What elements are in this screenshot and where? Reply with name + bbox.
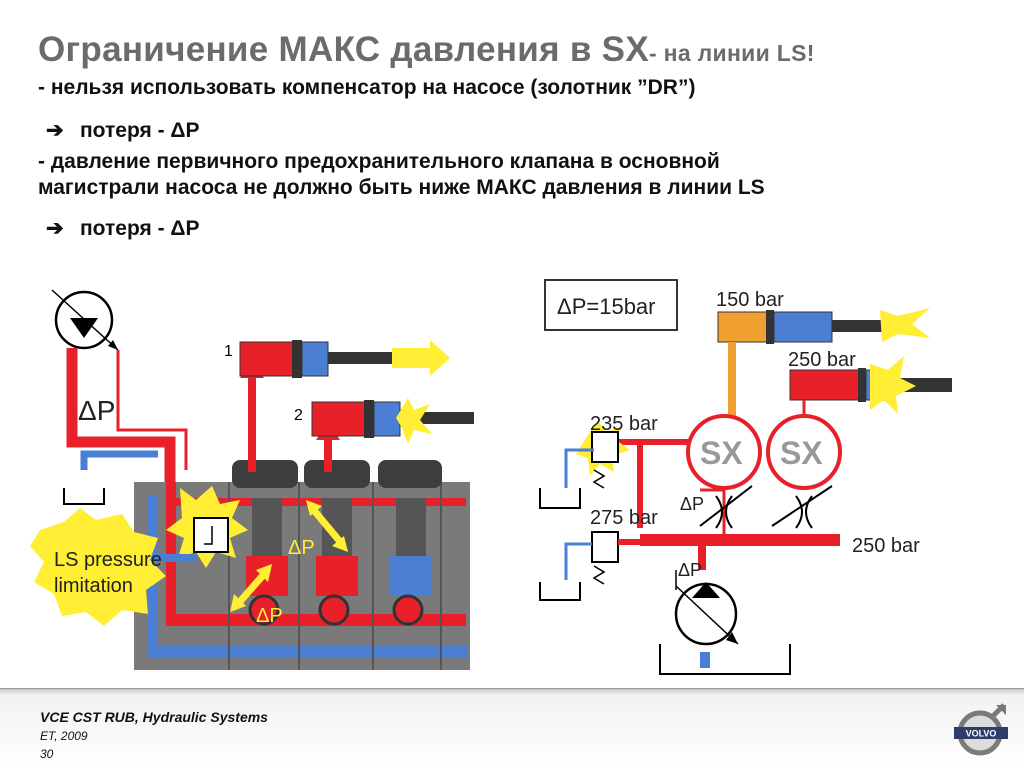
slide-title: Ограничение МАКС давления в SX- на линии… [38, 30, 815, 70]
text-line-1: - нельзя использовать компенсатор на нас… [38, 76, 696, 99]
spool-dp-label-b: ΔP [256, 605, 283, 627]
pressure-150-label: 150 bar [716, 289, 784, 311]
footer-organization: VCE CST RUB, Hydraulic Systems [40, 709, 268, 725]
throttle-icon [771, 485, 833, 529]
left-diagram: ΔP 1 2 LS pressure limitation ΔP ΔP [30, 289, 474, 670]
pressure-250-right-label: 250 bar [852, 535, 920, 557]
pressure-275-label: 275 bar [590, 507, 658, 529]
loss-text-1: потеря - ΔP [80, 119, 200, 142]
spool-dp-label-a: ΔP [288, 537, 315, 559]
page-number: 30 [40, 747, 54, 761]
sx-label-2: SX [780, 435, 823, 471]
footer: VCE CST RUB, Hydraulic Systems ET, 2009 … [0, 688, 1024, 768]
footer-date: ET, 2009 [40, 729, 88, 743]
pressure-235-label: 235 bar [590, 413, 658, 435]
right-diagram: ΔP=15bar SX SX [539, 279, 952, 675]
loss-text-2: потеря - ΔP [80, 217, 200, 240]
text-line-3: - давление первичного предохранительного… [38, 150, 720, 173]
sx-dp-label: ΔP [680, 494, 704, 514]
title-main: Ограничение МАКС давления в SX [38, 30, 649, 69]
hydraulic-diagram: ΔP 1 2 LS pressure limitation ΔP ΔP ΔP=1… [30, 279, 952, 675]
volvo-logo-text: VOLVO [966, 729, 997, 739]
right-arrow-icon: ➔ [46, 119, 64, 142]
ls-pressure-line2: limitation [54, 575, 133, 597]
loss-line-2: ➔ потеря - ΔP [46, 216, 200, 241]
volvo-logo: VOLVO [954, 703, 1008, 756]
right-arrow-icon: ➔ [46, 217, 64, 240]
cylinder-2-number: 2 [294, 407, 303, 424]
left-dp-label: ΔP [78, 395, 115, 426]
title-suffix: - на линии LS! [648, 40, 815, 66]
cylinder-1-number: 1 [224, 343, 233, 360]
text-line-4: магистрали насоса не должно быть ниже МА… [38, 176, 765, 199]
pump-icon [51, 289, 119, 351]
dp-15bar-label: ΔP=15bar [557, 294, 655, 319]
pump-icon [674, 582, 739, 646]
throttle-icon [699, 485, 753, 540]
pressure-250-top-label: 250 bar [788, 349, 856, 371]
loss-line-1: ➔ потеря - ΔP [46, 118, 200, 143]
sx-label-1: SX [700, 435, 743, 471]
ls-pressure-line1: LS pressure [54, 549, 162, 571]
pump-dp-label: ΔP [678, 560, 702, 580]
